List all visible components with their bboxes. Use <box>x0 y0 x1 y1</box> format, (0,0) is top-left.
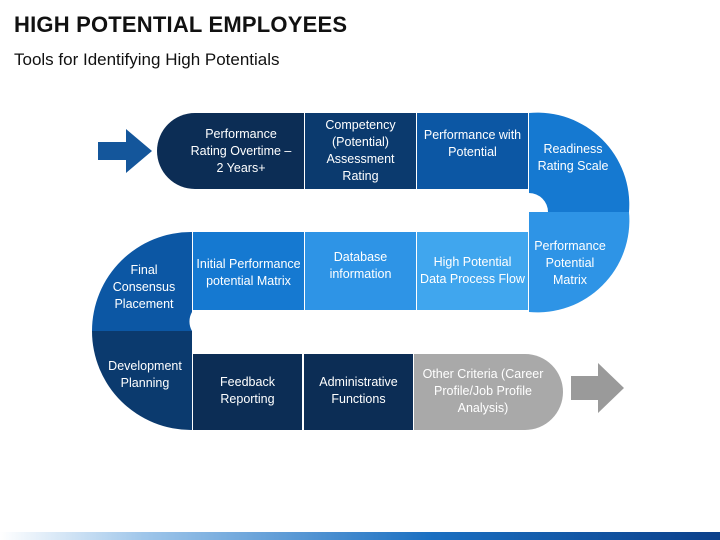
page-title: HIGH POTENTIAL EMPLOYEES <box>14 12 348 37</box>
step-5-label: Performance Potential Matrix <box>534 238 606 287</box>
step-7-label: Database information <box>329 250 392 281</box>
step-12-shape <box>304 354 413 430</box>
step-6-label: High Potential Data Process Flow <box>420 255 525 286</box>
step-6-shape <box>417 232 528 310</box>
step-5-shape <box>529 212 630 313</box>
step-4-shape <box>529 112 630 231</box>
step-3-shape <box>417 113 528 189</box>
step-13-label: Other Criteria (Career Profile/Job Profi… <box>422 366 544 415</box>
step-1-label: Performance Rating Overtime – 2 Years+ <box>190 126 292 175</box>
step-12-label: Administrative Functions <box>319 375 398 406</box>
step-4-label: Readiness Rating Scale <box>537 142 609 173</box>
start-arrow-icon <box>98 129 152 173</box>
step-2-shape <box>305 113 416 189</box>
step-8-label: Initial Performance potential Matrix <box>196 257 301 288</box>
step-9-shape <box>92 231 192 331</box>
step-1-shape <box>157 113 304 189</box>
step-10-label: Development Planning <box>108 359 182 390</box>
step-10-shape <box>91 331 192 431</box>
step-11-shape <box>193 354 302 430</box>
step-11-label: Feedback Reporting <box>220 375 275 406</box>
page-subtitle: Tools for Identifying High Potentials <box>14 50 280 69</box>
footer-gradient-bar <box>0 532 720 540</box>
step-2-label: Competency (Potential) Assessment Rating <box>325 118 396 183</box>
step-7-shape <box>305 232 416 310</box>
step-8-shape <box>193 232 304 310</box>
step-13-shape <box>414 354 563 430</box>
end-arrow-icon <box>571 363 624 413</box>
step-9-label: Final Consensus Placement <box>112 262 176 311</box>
step-3-label: Performance with Potential <box>423 128 522 159</box>
